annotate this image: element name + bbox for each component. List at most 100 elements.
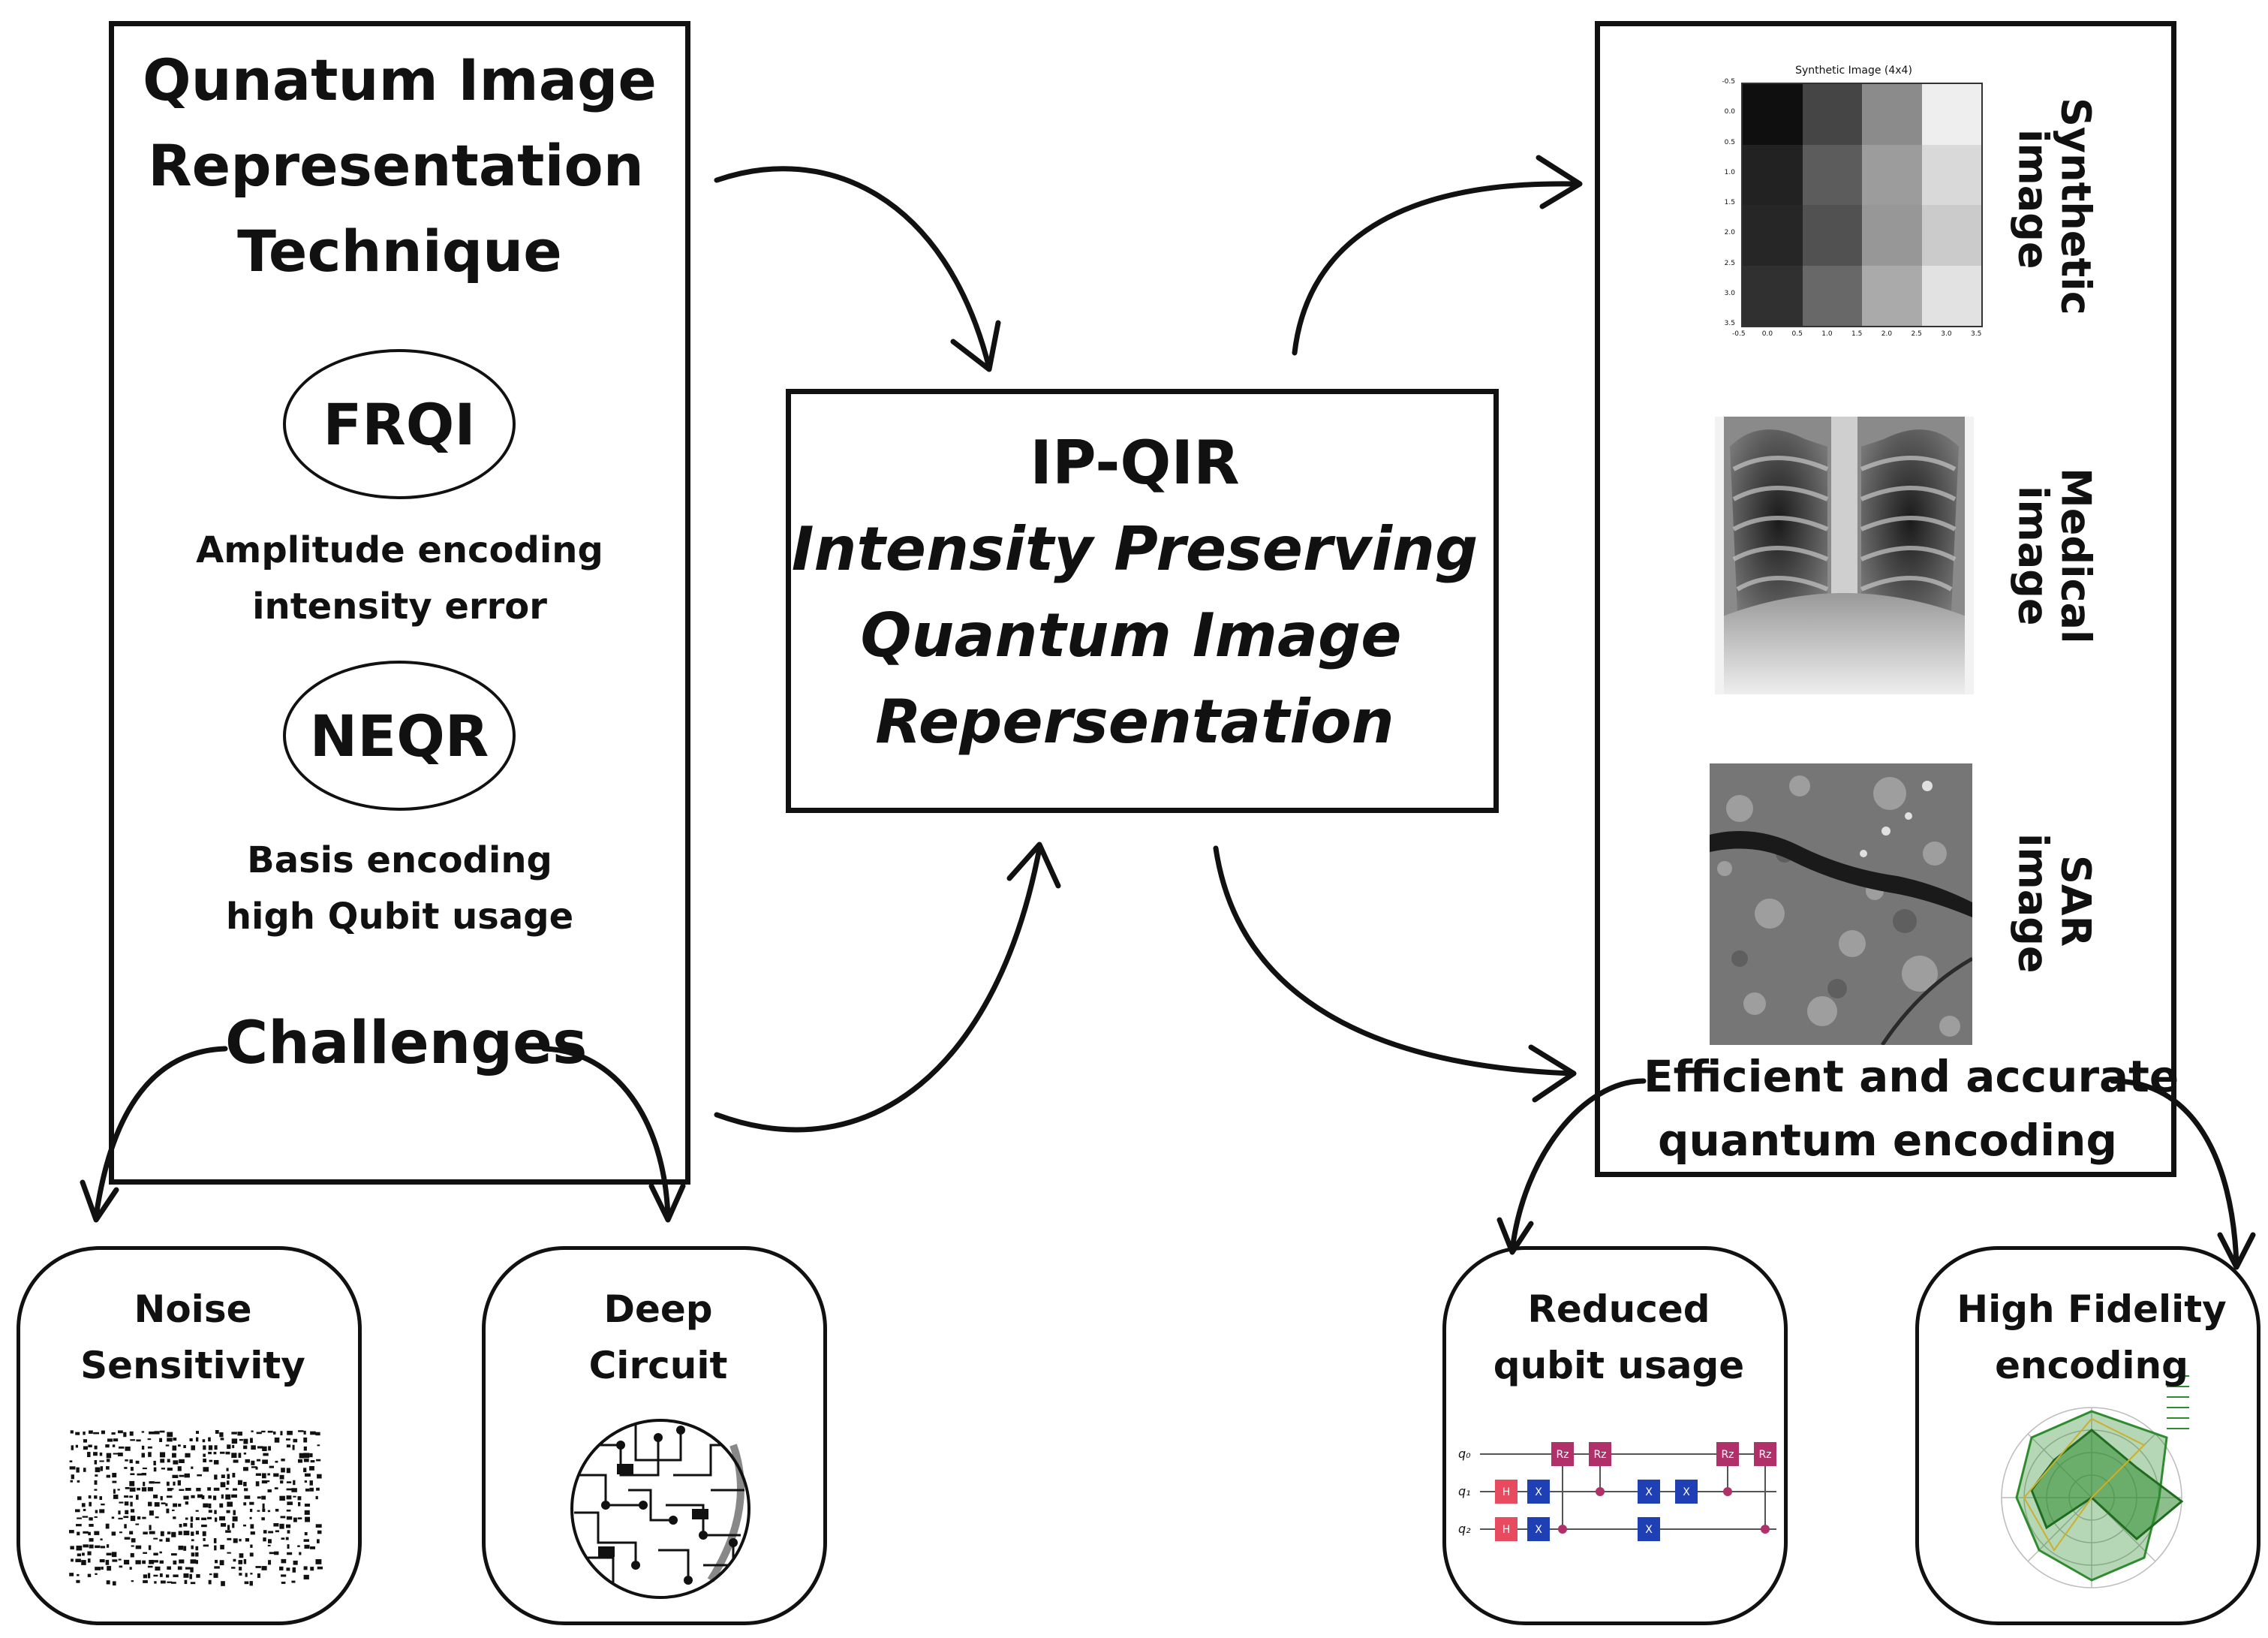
noise-speck: [173, 1560, 177, 1565]
noise-speck: [95, 1545, 101, 1549]
noise-speck: [227, 1444, 231, 1450]
sar-label-line-2: image: [2009, 833, 2057, 974]
noise-speck: [77, 1480, 80, 1483]
gate-h-2: H: [1502, 1524, 1511, 1536]
noise-speck: [178, 1444, 181, 1447]
noise-speck: [243, 1524, 247, 1527]
noise-speck: [137, 1516, 141, 1520]
noise-speck: [173, 1516, 176, 1519]
noise-speck: [213, 1495, 217, 1501]
noise-speck: [89, 1523, 94, 1527]
noise-speck: [167, 1581, 173, 1583]
noise-speck: [135, 1545, 142, 1549]
noise-speck: [191, 1445, 196, 1450]
xray-drawing: [1715, 417, 1974, 694]
noise-speck: [274, 1487, 278, 1490]
noise-speck: [191, 1495, 195, 1498]
noise-speck: [154, 1502, 160, 1507]
noise-speck: [135, 1495, 139, 1500]
noise-speck: [225, 1451, 230, 1455]
noise-speck: [287, 1544, 290, 1549]
noise-speck: [189, 1573, 192, 1579]
noise-speck: [106, 1459, 110, 1462]
gate-x-3: X: [1645, 1486, 1653, 1498]
noise-speck: [226, 1510, 230, 1513]
noise-speck: [179, 1459, 185, 1464]
noise-speck: [82, 1552, 85, 1556]
noise-speck: [281, 1581, 286, 1584]
high-fidelity-card: High Fidelity encoding: [1915, 1246, 2260, 1625]
noise-speck: [191, 1545, 194, 1549]
noise-speck: [183, 1546, 187, 1551]
noise-speck: [160, 1580, 166, 1584]
noise-speck: [220, 1451, 225, 1454]
noise-speck: [130, 1439, 135, 1441]
noise-speck: [155, 1566, 161, 1571]
noise-speck: [214, 1474, 218, 1480]
noise-speck: [153, 1460, 156, 1466]
noise-speck: [299, 1552, 302, 1555]
noise-speck: [309, 1453, 313, 1458]
noise-speck: [227, 1552, 231, 1554]
noise-speck: [257, 1573, 260, 1578]
noise-speck: [167, 1432, 173, 1438]
noise-speck: [231, 1438, 238, 1444]
noise-speck: [141, 1445, 145, 1450]
noise-speck: [76, 1524, 82, 1527]
noise-speck: [269, 1552, 275, 1555]
noise-speck: [95, 1573, 98, 1575]
noise-speck: [142, 1516, 146, 1519]
result-line-1: Efficient and accurate: [1644, 1051, 2179, 1102]
noise-speck: [111, 1432, 116, 1435]
noise-speck: [99, 1460, 104, 1462]
y-tick-label: 2.0: [1724, 229, 1735, 237]
noise-speck: [275, 1508, 279, 1512]
noise-speck: [143, 1580, 148, 1583]
deep-card-line-2: Circuit: [588, 1344, 728, 1387]
noise-speck: [75, 1509, 80, 1513]
noise-speck: [147, 1573, 151, 1579]
noise-speck: [143, 1481, 146, 1486]
noise-speck: [87, 1573, 92, 1577]
noise-speck: [215, 1559, 218, 1564]
noise-speck: [119, 1531, 122, 1534]
noise-speck: [179, 1559, 185, 1564]
noise-speck: [159, 1551, 162, 1554]
noise-speck: [165, 1503, 168, 1507]
noise-speck: [129, 1459, 133, 1464]
noise-speck: [203, 1445, 206, 1450]
noise-speck: [165, 1574, 170, 1578]
noise-speck: [178, 1503, 182, 1507]
noise-speck: [274, 1437, 280, 1443]
neqr-oval: NEQR: [283, 661, 516, 811]
y-tick-label: 0.5: [1724, 138, 1735, 146]
noise-speck: [141, 1487, 147, 1492]
noise-speck: [124, 1495, 129, 1498]
left-title-line-2: Representation: [148, 132, 644, 199]
noise-speck: [159, 1438, 163, 1442]
noise-speck: [279, 1474, 284, 1480]
noise-speck: [125, 1446, 131, 1451]
heatmap-cell: [1802, 84, 1862, 145]
noise-speck: [233, 1459, 239, 1463]
noise-speck: [195, 1560, 198, 1564]
x-tick-label: 1.0: [1821, 330, 1833, 338]
noise-speck: [280, 1516, 286, 1519]
noise-speck: [227, 1501, 233, 1507]
reduced-card-line-1: Reduced: [1527, 1287, 1710, 1331]
noise-speck: [243, 1467, 248, 1471]
noise-speck: [118, 1510, 121, 1515]
noise-speck: [195, 1517, 200, 1521]
noise-speck: [287, 1501, 293, 1505]
noise-speck: [178, 1531, 182, 1535]
noise-speck: [70, 1546, 74, 1549]
y-tick-label: 1.0: [1724, 168, 1735, 176]
noise-speck: [226, 1468, 229, 1471]
noise-speck: [149, 1431, 155, 1435]
noise-speck: [268, 1539, 272, 1543]
noise-speck: [281, 1574, 287, 1577]
x-tick-label: 0.5: [1791, 330, 1803, 338]
noise-speck: [167, 1438, 173, 1442]
noise-speck: [190, 1559, 197, 1564]
noise-speck: [172, 1474, 179, 1478]
